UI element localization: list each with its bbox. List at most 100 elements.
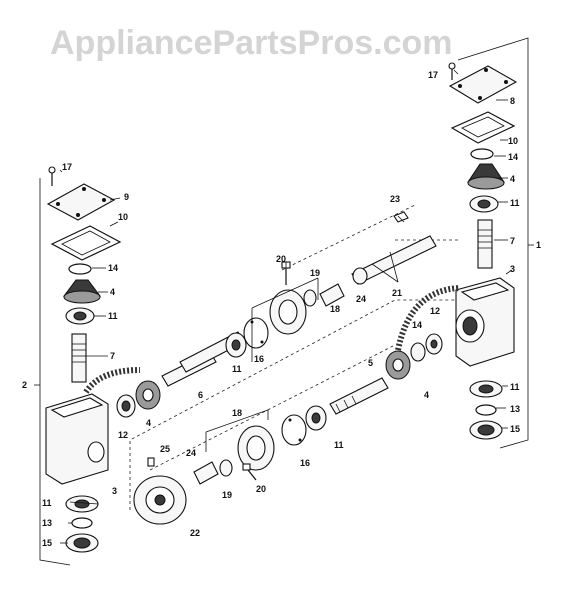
callout-3-left: 3: [112, 486, 117, 496]
callout-16-upper: 16: [254, 354, 264, 364]
callout-24-lower: 24: [186, 448, 196, 458]
callout-4-left-mid: 4: [146, 418, 151, 428]
right-cover-plate: [448, 65, 518, 104]
callout-12-center: 12: [430, 306, 440, 316]
group-18-bracket-upper: [251, 277, 319, 362]
callout-11-left-top: 11: [108, 311, 118, 321]
callout-11-left-bottom: 11: [42, 498, 52, 508]
right-washer-13: [475, 404, 497, 416]
callout-23: 23: [390, 194, 400, 204]
bearing-12-right: [425, 333, 443, 355]
assembly-bracket-right: [457, 37, 534, 449]
callout-4-left-top: 4: [110, 287, 115, 297]
bearing-14-right: [410, 342, 426, 362]
callout-20-upper: 20: [276, 254, 286, 264]
callout-6: 6: [198, 390, 203, 400]
callout-10-right: 10: [508, 136, 518, 146]
right-washer-14: [470, 148, 494, 160]
callout-15-right: 15: [510, 424, 520, 434]
right-bearing-11-bottom: [469, 380, 503, 398]
callout-5: 5: [368, 358, 373, 368]
left-washer-13: [71, 517, 93, 529]
bearing-12-left: [116, 394, 136, 418]
pinion-gear-4-right: [385, 350, 411, 380]
retainer-16-lower: [281, 414, 307, 446]
pinion-gear-4-left: [135, 380, 161, 410]
right-shaft-7: [477, 219, 493, 269]
callout-19-lower: 19: [222, 490, 232, 500]
flange-18-upper: [269, 289, 307, 335]
callout-8: 8: [510, 96, 515, 106]
group-18-bracket-lower: [205, 409, 269, 452]
callout-13-left: 13: [42, 518, 52, 528]
callout-16-lower: 16: [300, 458, 310, 468]
spacer-24-upper: [319, 283, 345, 307]
left-bearing-11-top: [65, 307, 95, 325]
callout-11-center-upper: 11: [232, 364, 242, 374]
assembly-bracket-left: [34, 178, 71, 566]
callout-13-right: 13: [510, 404, 520, 414]
bolt-20-lower: [242, 463, 257, 481]
callout-22: 22: [190, 528, 200, 538]
callout-17-right: 17: [428, 70, 438, 80]
callout-7-right: 7: [510, 236, 515, 246]
shaft-21-splined: [351, 235, 437, 285]
bearing-11-lower-center: [305, 405, 327, 431]
left-bevel-gear: [63, 279, 101, 304]
retainer-16-upper: [243, 317, 269, 349]
bearing-11-upper-center: [225, 332, 247, 358]
left-seal-15: [65, 533, 99, 553]
right-bevel-gear: [467, 163, 505, 190]
callout-24-upper: 24: [356, 294, 366, 304]
left-cover-plate: [46, 183, 116, 221]
callout-11-right-top: 11: [510, 198, 520, 208]
callout-4-center: 4: [424, 390, 429, 400]
callout-18-upper: 18: [330, 304, 340, 314]
callout-3-right: 3: [510, 264, 515, 274]
left-belt-arc: [83, 367, 141, 394]
setscrew-25: [147, 457, 155, 467]
callout-21: 21: [392, 288, 402, 298]
right-gear-case-3: [455, 277, 515, 367]
callout-19-upper: 19: [310, 268, 320, 278]
washer-19-lower: [219, 459, 233, 477]
key-23: [393, 211, 409, 223]
callout-1: 1: [536, 240, 541, 250]
right-seal-15: [469, 420, 503, 440]
callout-7-left: 7: [110, 351, 115, 361]
callout-18-lower: 18: [232, 408, 242, 418]
left-bearing-11-bottom: [65, 495, 99, 513]
callout-25: 25: [160, 444, 170, 454]
callout-10-left: 10: [118, 212, 128, 222]
callout-15-left: 15: [42, 538, 52, 548]
callout-14-center: 14: [412, 320, 422, 330]
callout-9: 9: [124, 192, 129, 202]
flange-18-lower: [237, 425, 275, 471]
left-shaft-7: [71, 333, 87, 383]
left-washer-14: [68, 263, 92, 275]
right-gasket: [450, 111, 516, 144]
callout-4-right-top: 4: [510, 174, 515, 184]
pulley-22: [133, 475, 187, 525]
callout-14-left: 14: [108, 263, 118, 273]
callout-11-right-bottom: 11: [510, 382, 520, 392]
leader-lines: [59, 69, 513, 544]
shaft-5: [329, 377, 389, 415]
callout-12-left: 12: [118, 430, 128, 440]
callout-2: 2: [22, 380, 27, 390]
left-cover-screw: [48, 166, 56, 186]
left-gasket: [50, 225, 122, 261]
callout-17-left: 17: [62, 162, 72, 172]
washer-19-upper: [303, 289, 317, 307]
right-belt-arc: [395, 285, 461, 351]
left-gear-case-3: [45, 393, 109, 485]
callout-11-center-lower: 11: [334, 440, 344, 450]
watermark-text: AppliancePartsPros.com: [50, 24, 452, 62]
spacer-24-lower: [193, 461, 219, 485]
right-cover-screw: [448, 62, 456, 80]
callout-labels: 17 8 10 14 4 11 7 1 3 11 13 15 17 9 10 1…: [22, 70, 541, 548]
callout-14-right: 14: [508, 152, 518, 162]
callout-20-lower: 20: [256, 484, 266, 494]
right-bearing-11-top: [469, 195, 499, 213]
